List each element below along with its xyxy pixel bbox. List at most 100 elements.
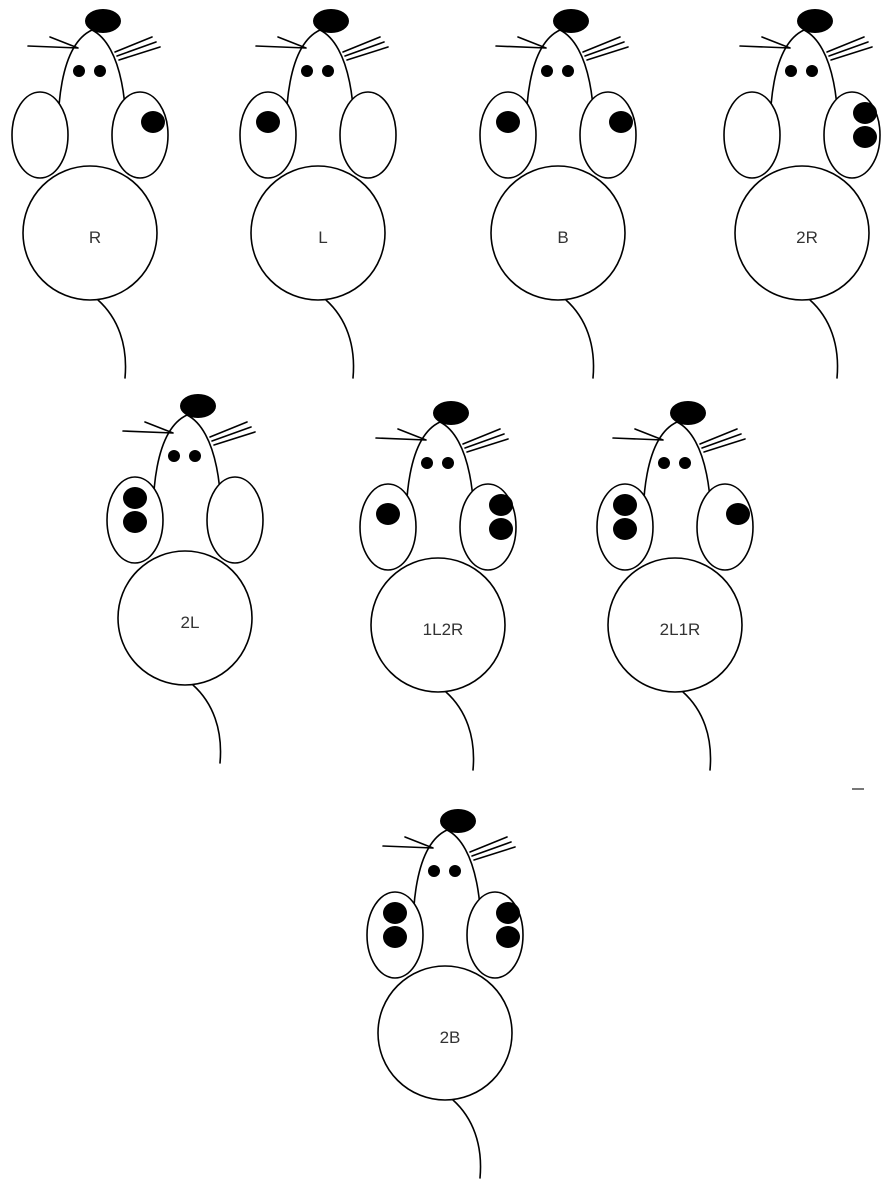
right-ear-punch-2 (496, 926, 520, 948)
mouse-2r: 2R (712, 0, 882, 380)
right-ear (111, 91, 169, 179)
mouse-body (117, 550, 253, 686)
left-ear-punch-1 (383, 902, 407, 924)
mouse-body (607, 557, 743, 693)
tail (192, 684, 222, 764)
mouse-r: R (0, 0, 190, 380)
mouse-body (370, 557, 506, 693)
left-eye (428, 865, 440, 877)
right-ear-punch-1 (853, 102, 877, 124)
tail (452, 1099, 482, 1179)
mouse-drawing (11, 9, 169, 379)
right-whiskers (342, 36, 389, 61)
mouse-body (250, 165, 386, 301)
mouse-body (377, 965, 513, 1101)
right-ear (579, 91, 637, 179)
left-whiskers (382, 836, 434, 849)
right-ear-punch-2 (489, 518, 513, 540)
left-whiskers (739, 36, 791, 49)
right-eye (562, 65, 574, 77)
left-ear-punch-1 (496, 111, 520, 133)
mouse-label: 2B (439, 1028, 461, 1047)
mouse-drawing (239, 9, 397, 379)
right-ear (696, 483, 754, 571)
left-eye (301, 65, 313, 77)
mouse-body (490, 165, 626, 301)
left-whiskers (375, 428, 427, 441)
tail (682, 691, 712, 771)
right-eye (442, 457, 454, 469)
left-ear-punch-2 (383, 926, 407, 948)
left-whiskers (495, 36, 547, 49)
right-whiskers (582, 36, 629, 61)
mouse-label: 2R (796, 228, 818, 247)
left-ear (723, 91, 781, 179)
mouse-l: L (228, 0, 418, 380)
right-ear (339, 91, 397, 179)
right-eye (94, 65, 106, 77)
right-eye (679, 457, 691, 469)
right-eye (189, 450, 201, 462)
left-whiskers (122, 421, 174, 434)
right-ear-punch-1 (489, 494, 513, 516)
right-ear (206, 476, 264, 564)
mouse-drawing (479, 9, 637, 379)
left-ear (359, 483, 417, 571)
left-whiskers (612, 428, 664, 441)
nose (433, 401, 469, 425)
mouse-drawing (366, 809, 524, 1179)
nose (85, 9, 121, 33)
mouse-label: 1L2R (422, 620, 464, 639)
tail (565, 299, 595, 379)
right-whiskers (826, 36, 873, 61)
right-ear-punch-1 (726, 503, 750, 525)
nose (553, 9, 589, 33)
nose (670, 401, 706, 425)
left-eye (73, 65, 85, 77)
left-ear-punch-1 (123, 487, 147, 509)
left-whiskers (27, 36, 79, 49)
tail (809, 299, 839, 379)
mouse-label: R (88, 228, 102, 247)
left-ear (11, 91, 69, 179)
nose (313, 9, 349, 33)
left-ear (239, 91, 297, 179)
mouse-label: L (318, 228, 328, 247)
right-ear-punch-1 (609, 111, 633, 133)
nose (440, 809, 476, 833)
left-eye (785, 65, 797, 77)
right-ear-punch-1 (141, 111, 165, 133)
tail (325, 299, 355, 379)
mouse-body (22, 165, 158, 301)
nose (180, 394, 216, 418)
mouse-drawing (723, 9, 881, 379)
left-ear-punch-2 (123, 511, 147, 533)
mouse-label: 2L1R (659, 620, 701, 639)
nose (797, 9, 833, 33)
mouse-drawing (596, 401, 754, 771)
left-ear (479, 91, 537, 179)
right-whiskers (469, 836, 516, 861)
tail (445, 691, 475, 771)
right-eye (449, 865, 461, 877)
left-eye (541, 65, 553, 77)
mouse-body (734, 165, 870, 301)
right-ear-punch-1 (496, 902, 520, 924)
mouse-2b: 2B (355, 800, 545, 1180)
mouse-1l2r: 1L2R (348, 392, 538, 772)
mouse-2l1r: 2L1R (585, 392, 775, 772)
left-ear-punch-1 (613, 494, 637, 516)
left-ear-punch-1 (256, 111, 280, 133)
right-whiskers (462, 428, 509, 453)
mouse-drawing (106, 394, 264, 764)
tail (97, 299, 127, 379)
mouse-label: B (557, 228, 569, 247)
left-ear-punch-1 (376, 503, 400, 525)
left-whiskers (255, 36, 307, 49)
left-eye (421, 457, 433, 469)
right-whiskers (209, 421, 256, 446)
stray-mark (852, 788, 864, 790)
right-eye (322, 65, 334, 77)
left-eye (168, 450, 180, 462)
